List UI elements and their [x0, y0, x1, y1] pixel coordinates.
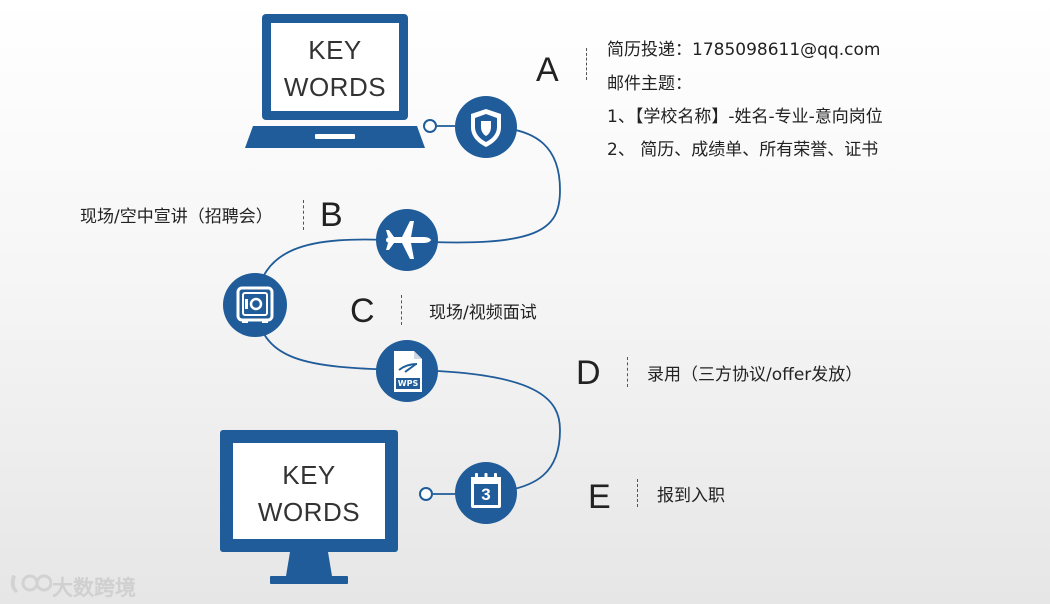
step-c-node [223, 273, 287, 337]
step-b-divider [303, 200, 304, 230]
connector-dot-bottom [420, 488, 432, 500]
bottom-screen-line2: WORDS [233, 494, 385, 531]
wps-label: WPS [396, 378, 420, 389]
step-a-subject-label: 邮件主题： [607, 73, 692, 95]
calendar-day: 3 [474, 484, 498, 505]
watermark-logo [8, 569, 52, 601]
top-screen-line1: KEY [271, 32, 399, 69]
bottom-screen-line1: KEY [233, 457, 385, 494]
step-d-text: 录用（三方协议/offer发放） [647, 364, 862, 386]
step-a-node [455, 96, 517, 158]
step-b-node [376, 209, 438, 271]
step-c-divider [401, 295, 402, 325]
laptop-illustration: KEY WORDS [245, 14, 425, 150]
connector-dot-top [424, 120, 436, 132]
step-d-divider [627, 357, 628, 387]
step-a-email-line: 简历投递：1785098611@qq.com [607, 39, 880, 61]
step-c-letter: C [350, 291, 375, 331]
watermark-logo-icon [8, 569, 52, 597]
step-b-letter: B [320, 195, 343, 235]
step-d-letter: D [576, 353, 601, 393]
step-e-letter: E [588, 477, 611, 517]
top-screen-text: KEY WORDS [271, 32, 399, 106]
step-a-subject-item-1: 1、【学校名称】-姓名-专业-意向岗位 [607, 106, 883, 128]
step-a-subject-item-2: 2、 简历、成绩单、所有荣誉、证书 [607, 139, 878, 161]
step-a-letter: A [536, 50, 559, 90]
step-a-divider [586, 48, 587, 80]
watermark-text: 大数跨境 [52, 572, 136, 602]
step-e-node: 3 [455, 462, 517, 524]
top-screen-line2: WORDS [271, 69, 399, 106]
bottom-screen-text: KEY WORDS [233, 457, 385, 531]
step-b-text: 现场/空中宣讲（招聘会） [80, 206, 273, 228]
step-c-text: 现场/视频面试 [429, 302, 537, 324]
step-e-divider [637, 479, 638, 507]
step-e-text: 报到入职 [657, 485, 725, 507]
step-d-node: WPS [376, 340, 438, 402]
monitor-illustration: KEY WORDS [220, 430, 398, 586]
